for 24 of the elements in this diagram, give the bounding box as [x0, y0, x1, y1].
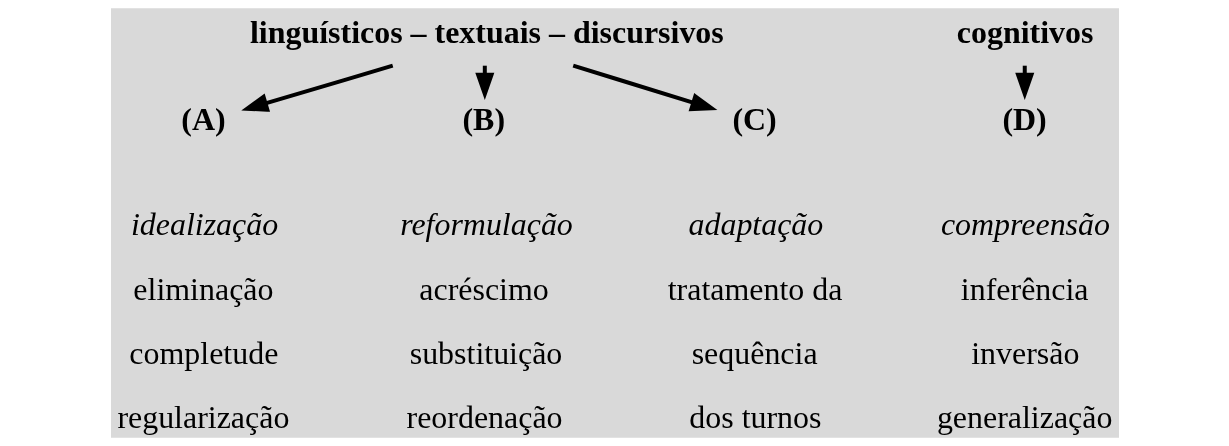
label: completude	[128, 336, 278, 372]
label: compreensão	[940, 206, 1110, 242]
node-text: (B)	[461, 101, 505, 137]
label: acréscimo	[418, 272, 549, 308]
label: adaptação	[687, 206, 823, 242]
label: inferência	[960, 272, 1089, 308]
node-text: (A)	[180, 101, 226, 137]
label: eliminação	[132, 272, 273, 308]
label: regularização	[116, 400, 289, 436]
label: generalização	[936, 400, 1112, 436]
label: inversão	[970, 336, 1079, 372]
node-text: (C)	[731, 101, 777, 137]
label: idealização	[130, 206, 278, 242]
label: substituição	[409, 336, 562, 372]
node-text: linguísticos – textuais – discursivos	[249, 15, 724, 51]
label: reordenação	[406, 400, 563, 436]
arrow	[572, 63, 717, 112]
label: sequência	[691, 336, 818, 372]
label: tratamento da	[667, 272, 842, 308]
arrow	[240, 63, 393, 112]
node-text: cognitivos	[956, 15, 1093, 51]
node-text: (D)	[1001, 101, 1047, 137]
label: dos turnos	[688, 400, 821, 436]
label: reformulação	[399, 206, 573, 242]
